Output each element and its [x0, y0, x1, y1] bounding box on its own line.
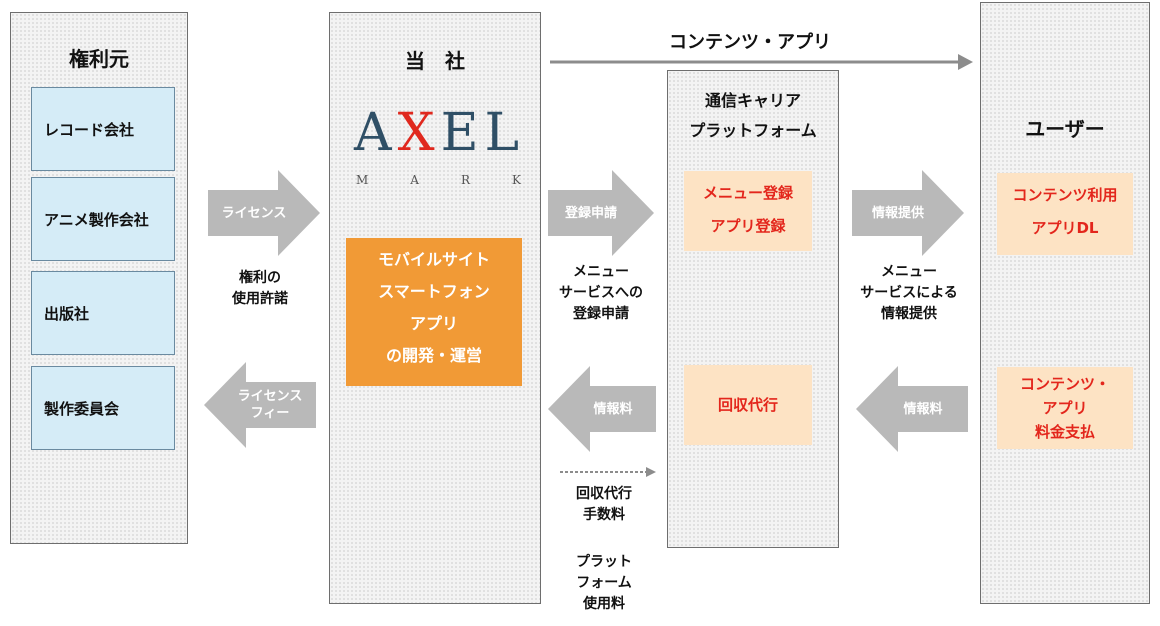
carrier-title-line-2: プラットフォーム — [689, 121, 817, 140]
rights-holder-title: 権利元 — [69, 47, 129, 71]
company-column: 当 社 AXEL MARK モバイルサイト スマートフォン アプリ の開発・運営 — [329, 12, 541, 604]
registration-note-line-2: サービスへの — [559, 285, 643, 301]
collection-fee-arrow — [560, 467, 656, 477]
license-arrow: ライセンス — [208, 170, 322, 256]
info-fee-right-arrow: 情報料 — [856, 366, 968, 452]
production-committee-box: 製作委員会 — [31, 366, 175, 450]
content-flow-arrow — [550, 54, 973, 70]
license-fee-arrow: ライセンス フィー — [204, 362, 316, 448]
publisher-box: 出版社 — [31, 271, 175, 355]
service-line-2: スマートフォン — [378, 282, 490, 301]
platform-fee-line-1: プラット — [576, 554, 632, 570]
license-fee-arrow-label: ライセンス フィー — [224, 388, 316, 422]
record-company-box: レコード会社 — [31, 87, 175, 171]
service-line-4: の開発・運営 — [385, 346, 482, 365]
axel-logo: AXEL — [354, 103, 526, 163]
license-note: 権利の 使用許諾 — [210, 268, 310, 310]
payment-box: コンテンツ・ アプリ 料金支払 — [997, 367, 1133, 449]
license-fee-line-1: ライセンス — [237, 389, 303, 404]
rights-holder-column: 権利元 レコード会社 アニメ製作会社 出版社 製作委員会 — [10, 12, 188, 544]
info-provide-line-2: サービスによる — [860, 285, 958, 301]
collection-fee-note: 回収代行 手数料 — [548, 484, 660, 526]
company-title: 当 社 — [405, 49, 465, 73]
mark-logo-text: MARK — [356, 173, 563, 187]
platform-fee-line-3: 使用料 — [583, 596, 625, 612]
carrier-title-line-1: 通信キャリア — [704, 91, 801, 110]
content-use-box: コンテンツ利用 アプリDL — [997, 173, 1133, 255]
payment-line-1: コンテンツ・ — [1019, 375, 1110, 393]
app-registration-line: アプリ登録 — [710, 217, 786, 235]
license-arrow-label: ライセンス — [221, 206, 287, 221]
registration-note: メニュー サービスへの 登録申請 — [545, 262, 657, 325]
license-note-line-2: 使用許諾 — [232, 291, 288, 307]
service-box: モバイルサイト スマートフォン アプリ の開発・運営 — [346, 238, 522, 386]
info-provide-line-3: 情報提供 — [881, 306, 937, 322]
menu-registration-box: メニュー登録 アプリ登録 — [684, 171, 812, 251]
info-provide-label: 情報提供 — [871, 206, 924, 221]
license-note-line-1: 権利の — [239, 270, 281, 286]
service-line-1: モバイルサイト — [377, 250, 490, 269]
platform-fee-line-2: フォーム — [576, 575, 632, 591]
anime-studio-box: アニメ製作会社 — [31, 177, 175, 261]
collection-fee-line-1: 回収代行 — [576, 486, 632, 502]
carrier-column: 通信キャリア プラットフォーム メニュー登録 アプリ登録 回収代行 — [667, 70, 839, 548]
info-fee-right-label: 情報料 — [903, 402, 943, 417]
registration-arrow-label: 登録申請 — [564, 206, 617, 221]
info-provide-line-1: メニュー — [881, 264, 937, 280]
registration-note-line-1: メニュー — [573, 264, 629, 280]
info-fee-left-label: 情報料 — [593, 402, 633, 417]
collection-agency-box: 回収代行 — [684, 365, 812, 445]
info-fee-left-arrow: 情報料 — [548, 366, 656, 452]
payment-line-2: アプリ — [1042, 399, 1088, 417]
collection-fee-line-2: 手数料 — [583, 507, 625, 523]
menu-registration-line: メニュー登録 — [702, 184, 793, 202]
platform-fee-note: プラット フォーム 使用料 — [548, 552, 660, 615]
app-dl-line: アプリDL — [1031, 219, 1099, 237]
content-flow-label: コンテンツ・アプリ — [669, 32, 831, 53]
user-title: ユーザー — [1025, 117, 1105, 141]
registration-note-line-3: 登録申請 — [573, 306, 629, 322]
license-fee-line-2: フィー — [250, 406, 290, 421]
payment-line-3: 料金支払 — [1034, 423, 1095, 441]
user-column: ユーザー コンテンツ利用 アプリDL コンテンツ・ アプリ 料金支払 — [980, 2, 1150, 604]
info-provide-note: メニュー サービスによる 情報提供 — [846, 262, 972, 325]
content-use-line: コンテンツ利用 — [1012, 186, 1118, 204]
registration-arrow: 登録申請 — [548, 170, 656, 256]
info-provide-arrow: 情報提供 — [852, 170, 966, 256]
service-line-3: アプリ — [409, 314, 458, 333]
